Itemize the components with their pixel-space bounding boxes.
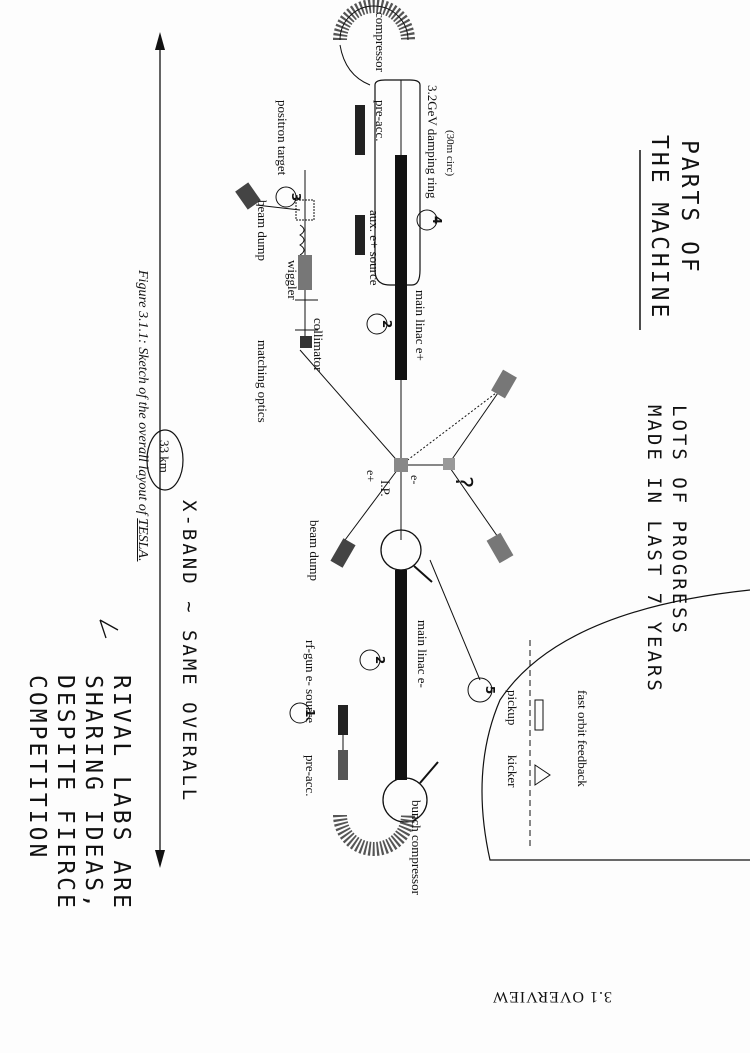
label-beam-dump-bottom: beam dump: [307, 520, 322, 582]
label-fast-orbit-feedback: fast orbit feedback: [575, 690, 590, 787]
label-kicker: kicker: [505, 755, 520, 788]
label-damping-note: (30m circ): [444, 130, 456, 177]
label-pre-acc-top: pre-acc.: [373, 100, 388, 142]
beam-dump-top: [235, 182, 261, 210]
progress-note-line2: MADE IN LAST 7 YEARS: [643, 405, 665, 694]
label-pre-acc-bottom: pre-acc.: [303, 755, 318, 797]
section-header: 3.1 OVERVIEW: [491, 988, 612, 1005]
caption-tesla: TESLA.: [135, 518, 150, 562]
label-beam-dump-top: beam dump: [255, 200, 270, 262]
beam-dump-bottom: [330, 538, 356, 568]
label-collimator: collimator: [311, 318, 326, 372]
label-compressor-top: compressor: [373, 12, 388, 72]
pre-acc-bottom-block: [338, 750, 348, 780]
rival-note-line1: RIVAL LABS ARE: [108, 675, 134, 911]
damping-ring-outline: [374, 79, 421, 286]
rival-note-line3: DESPITE FIERCE: [52, 675, 78, 911]
length-label: 33 km: [157, 440, 172, 473]
hand-number-2b: 2: [373, 655, 388, 665]
length-arrow-bottom-head: [155, 850, 165, 868]
rival-note-line2: SHARING IDEAS,: [80, 675, 106, 911]
label-positron-target: positron target: [275, 100, 290, 176]
hand-number-4: 4: [430, 215, 445, 225]
label-bunch-compressor: bunch compressor: [409, 800, 424, 895]
title-the-machine: THE MACHINE: [646, 135, 672, 321]
bunch-compressor-circle: [382, 777, 428, 823]
rival-note-line4: COMPETITION: [24, 675, 50, 861]
progress-note-line1: LOTS OF PROGRESS: [668, 405, 690, 637]
hand-number-2: 2: [380, 319, 395, 329]
hand-question-mark: ?: [450, 475, 476, 492]
second-ip-box: [443, 458, 455, 470]
wiggler-block: [298, 255, 312, 290]
bottom-compressor-arc: [333, 814, 415, 856]
beam-dump-upper-right: [491, 369, 517, 399]
caption-text: Sketch of the overall layout of: [135, 347, 150, 515]
label-main-linac-top: main linac e+: [413, 290, 428, 361]
caption-prefix: Figure 3.1.1:: [135, 270, 150, 344]
label-ip: I.P.: [378, 480, 393, 497]
title-parts-of: PARTS OF: [676, 140, 702, 275]
hand-number-5: 5: [483, 685, 498, 695]
interaction-point: [394, 458, 408, 472]
beam-dump-lower-right: [486, 532, 514, 564]
label-damping-ring: 3.2GeV damping ring: [425, 85, 440, 199]
length-arrow-top-head: [155, 32, 165, 50]
figure-caption: Figure 3.1.1: Sketch of the overall layo…: [134, 270, 150, 562]
label-e-minus: e-: [408, 475, 422, 485]
pre-acc-top-block: [355, 105, 365, 155]
aux-source-block: [355, 215, 365, 255]
label-aux-source: aux. e+ source: [367, 210, 382, 286]
xband-note: X-BAND ~ SAME OVERALL: [178, 500, 200, 804]
label-wiggler: wiggler: [285, 260, 300, 300]
label-main-linac-bottom: main linac e-: [415, 620, 430, 688]
rf-gun-block: [338, 705, 348, 735]
feedback-zoom-circle: [481, 589, 750, 861]
label-e-plus: e+: [364, 470, 378, 483]
hand-number-3: 3: [289, 192, 304, 202]
label-pickup: pickup: [505, 690, 520, 726]
main-linac-electron: [395, 570, 407, 780]
label-matching-optics: matching optics: [255, 340, 270, 423]
hand-number-1: 1: [303, 708, 318, 718]
